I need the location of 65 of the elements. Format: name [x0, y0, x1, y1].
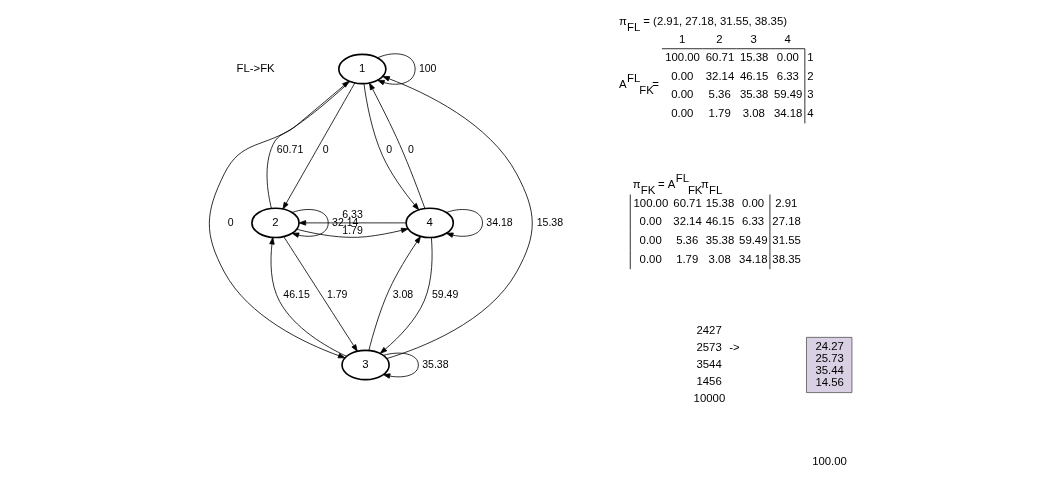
- label: 3: [749, 33, 757, 46]
- label: 2427: [695, 324, 722, 337]
- label: 2573: [695, 341, 722, 354]
- label: 3.08: [708, 252, 731, 265]
- label: 4: [784, 33, 791, 46]
- label: 34.18: [773, 107, 802, 120]
- label: 1.79: [708, 107, 731, 120]
- label: 100.00: [811, 455, 847, 468]
- edge-label: 100: [418, 61, 436, 74]
- label: FL->FK: [235, 62, 275, 75]
- label: 1: [678, 33, 685, 46]
- label: 15.38: [705, 196, 734, 209]
- label: ->: [728, 341, 740, 354]
- label: 38.35: [771, 252, 801, 265]
- label: 2: [715, 33, 723, 46]
- label: 32.14: [705, 69, 734, 82]
- label: 0.00: [670, 69, 693, 82]
- label: 6.33: [741, 215, 764, 228]
- label: 0.00: [776, 51, 799, 64]
- edge-label: 0: [385, 142, 392, 155]
- edge-label: 0: [227, 215, 234, 228]
- edge-label: 3.08: [392, 288, 413, 301]
- edge-label: 0: [322, 142, 329, 155]
- label: 100.00: [664, 51, 700, 64]
- label: 46.15: [739, 69, 768, 82]
- label: 59.49: [773, 88, 802, 101]
- label: 0.00: [639, 234, 662, 247]
- label: 3: [806, 88, 814, 101]
- label: 0.00: [670, 88, 693, 101]
- label: 35.38: [739, 88, 768, 101]
- label: 100.00: [633, 196, 668, 209]
- label: 0.00: [639, 215, 662, 228]
- label: 15.38: [739, 51, 768, 64]
- label: 5.36: [708, 88, 731, 101]
- label: 59.49: [738, 234, 768, 247]
- label: 0.00: [639, 252, 662, 265]
- label: 0.00: [741, 196, 764, 209]
- edge-label: 34.18: [485, 215, 513, 228]
- label: 60.71: [705, 51, 734, 64]
- label: 1456: [695, 375, 722, 388]
- label: 2: [806, 69, 814, 82]
- edge-label: 60.71: [276, 142, 303, 155]
- label: 1.79: [675, 252, 698, 265]
- label: 1: [806, 51, 814, 64]
- edge-label: 0: [407, 142, 414, 155]
- label: 3.08: [742, 107, 765, 120]
- edge-label: 35.38: [421, 357, 449, 370]
- label: 4: [806, 107, 814, 120]
- label: 35.38: [705, 234, 734, 247]
- edge-label: 1.79: [326, 288, 347, 301]
- label: 32.14: [672, 215, 702, 228]
- label: 60.71: [672, 196, 702, 209]
- label: 34.18: [738, 252, 768, 265]
- label: 5.36: [675, 234, 698, 247]
- edge-label: 46.15: [282, 288, 310, 301]
- label: 31.55: [771, 234, 801, 247]
- edge-label: 59.49: [431, 288, 458, 301]
- label: 46.15: [705, 215, 734, 228]
- edge-label: 15.38: [536, 215, 563, 228]
- label: 2.91: [774, 196, 797, 209]
- label: 0.00: [670, 107, 693, 120]
- label: 3544: [695, 358, 722, 371]
- label: 6.33: [776, 69, 799, 82]
- label: 27.18: [771, 215, 801, 228]
- label: 10000: [693, 392, 725, 405]
